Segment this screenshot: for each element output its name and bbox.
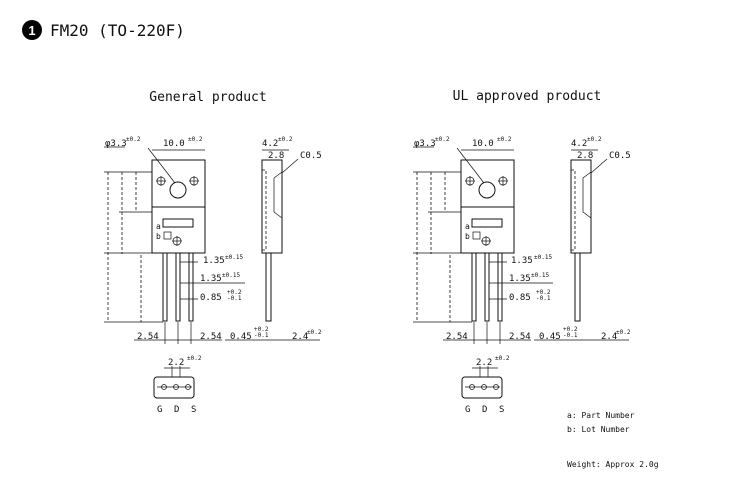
hole-leader [147,147,176,184]
pin-g: G [465,405,470,415]
lead-w1-tol: ±0.15 [534,254,552,261]
lead-w1-label: 1.35 [511,256,533,266]
pitch-left: 2.54 [137,332,159,342]
side-lead-tol: ±0.2 [616,329,631,336]
part-number-field [162,218,194,228]
pitch-right: 2.54 [200,332,222,342]
tab-label: 2.8 [268,151,284,161]
chamfer-label: C0.5 [300,151,322,161]
width-tol: ±0.2 [497,136,512,143]
page-title: FM20 (TO-220F) [50,21,185,40]
side-lead-label: 2.4 [292,332,308,342]
front-leads [471,252,503,322]
mark-b: b [465,232,470,241]
alignment-marks [156,176,199,246]
chamfer-leader [281,158,299,174]
lot-number-box [472,231,481,240]
mounting-hole [478,181,496,199]
hole-dia-tol: ±0.2 [435,136,450,143]
tab-label: 2.8 [577,151,593,161]
lead-t-tol-dn: -0.1 [227,295,242,302]
hole-dia-label: φ3.3 [414,139,436,149]
mark-a: a [465,222,470,231]
lead-t-tol-dn: -0.1 [536,295,551,302]
alignment-marks [465,176,508,246]
hole-dia-label: φ3.3 [105,139,127,149]
width-tol: ±0.2 [188,136,203,143]
bottom-pitch-tol: ±0.2 [187,355,202,362]
lead-w1-tol: ±0.15 [225,254,243,261]
thick-label: 4.2 [571,139,587,149]
pin-s: S [191,405,196,415]
side-view [261,159,283,322]
header: 1 FM20 (TO-220F) [22,20,185,40]
lead-th-tol-up: +0.2 [563,326,578,333]
bottom-view [153,366,195,399]
note-lot-number: b: Lot Number [567,425,630,434]
number-badge-text: 1 [28,23,35,38]
pin-d: D [174,405,179,415]
thick-tol: ±0.2 [587,136,602,143]
width-label: 10.0 [163,139,185,149]
lead-w2-label: 1.35 [200,274,222,284]
lead-t-label: 0.85 [200,293,222,303]
mark-a: a [156,222,161,231]
side-view [570,159,592,322]
left-dimensions [413,171,472,323]
pitch-right: 2.54 [509,332,531,342]
bottom-pitch-label: 2.2 [476,358,492,368]
pin-s: S [499,405,504,415]
hole-leader [456,147,485,184]
ul-heading: UL approved product [453,89,602,104]
width-label: 10.0 [472,139,494,149]
general-product-drawing: General product a b [104,90,322,415]
pitch-left: 2.54 [446,332,468,342]
pin-d: D [482,405,487,415]
mounting-hole [169,181,187,199]
part-number-field [471,218,503,228]
lead-w2-tol: ±0.15 [531,272,549,279]
general-heading: General product [149,90,266,105]
lead-th-tol-dn: -0.1 [563,332,578,339]
chamfer-leader [590,158,608,174]
thick-label: 4.2 [262,139,278,149]
lead-w2-label: 1.35 [509,274,531,284]
mark-b: b [156,232,161,241]
lead-t-tol-up: +0.2 [227,289,242,296]
lead-w1-label: 1.35 [203,256,225,266]
chamfer-label: C0.5 [609,151,631,161]
lead-th-tol-dn: -0.1 [254,332,269,339]
pin-g: G [157,405,162,415]
note-weight: Weight: Approx 2.0g [567,460,659,469]
lot-number-box [163,231,172,240]
front-leads [162,252,194,322]
side-lead-label: 2.4 [601,332,617,342]
bottom-pitch-label: 2.2 [168,358,184,368]
notes: a: Part Number b: Lot Number Weight: App… [567,411,659,469]
hole-dia-tol: ±0.2 [126,136,141,143]
lead-t-label: 0.85 [509,293,531,303]
thick-tol: ±0.2 [278,136,293,143]
bottom-pitch-tol: ±0.2 [495,355,510,362]
side-lead-tol: ±0.2 [307,329,322,336]
lead-w2-tol: ±0.15 [222,272,240,279]
lead-th-label: 0.45 [539,332,561,342]
number-badge [22,20,42,40]
lead-t-tol-up: +0.2 [536,289,551,296]
lead-th-tol-up: +0.2 [254,326,269,333]
lead-th-label: 0.45 [230,332,252,342]
note-part-number: a: Part Number [567,411,635,420]
bottom-view [461,366,503,399]
left-dimensions [104,171,163,323]
ul-product-drawing: UL approved product a b φ3 [413,89,631,415]
